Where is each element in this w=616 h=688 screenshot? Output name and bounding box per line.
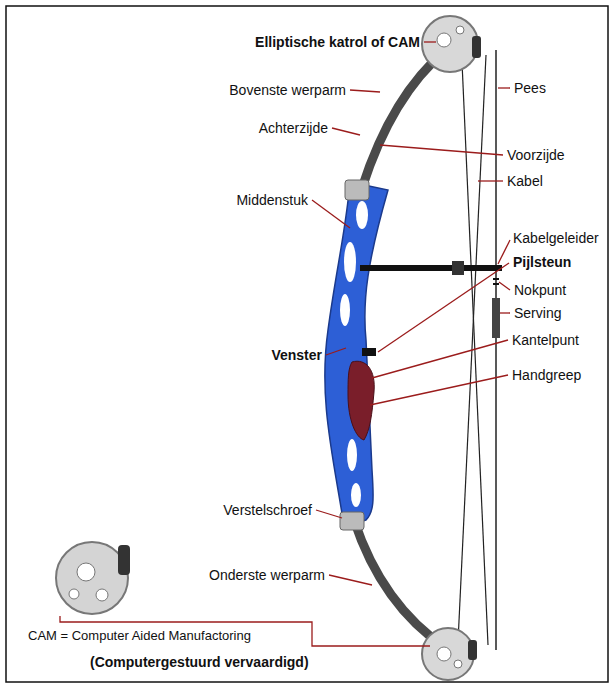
- part-label: Onderste werparm: [209, 566, 325, 584]
- part-label: Middenstuk: [236, 191, 308, 209]
- part-label: Serving: [514, 304, 561, 322]
- part-label: CAM = Computer Aided Manufactoring: [28, 627, 251, 645]
- part-label: Verstelschroef: [223, 501, 312, 519]
- part-label: Pijlsteun: [513, 253, 571, 271]
- part-label: Pees: [514, 79, 546, 97]
- part-label: (Computergestuurd vervaardigd): [90, 653, 309, 671]
- part-label: Venster: [271, 346, 322, 364]
- part-label: Bovenste werparm: [229, 81, 346, 99]
- part-label: Kabelgeleider: [513, 229, 599, 247]
- part-label: Nokpunt: [514, 281, 566, 299]
- part-label: Kantelpunt: [512, 331, 579, 349]
- part-label: Achterzijde: [259, 119, 328, 137]
- part-label: Elliptische katrol of CAM: [255, 33, 420, 51]
- part-label: Handgreep: [512, 366, 581, 384]
- part-label: Voorzijde: [507, 146, 565, 164]
- part-label: Kabel: [507, 172, 543, 190]
